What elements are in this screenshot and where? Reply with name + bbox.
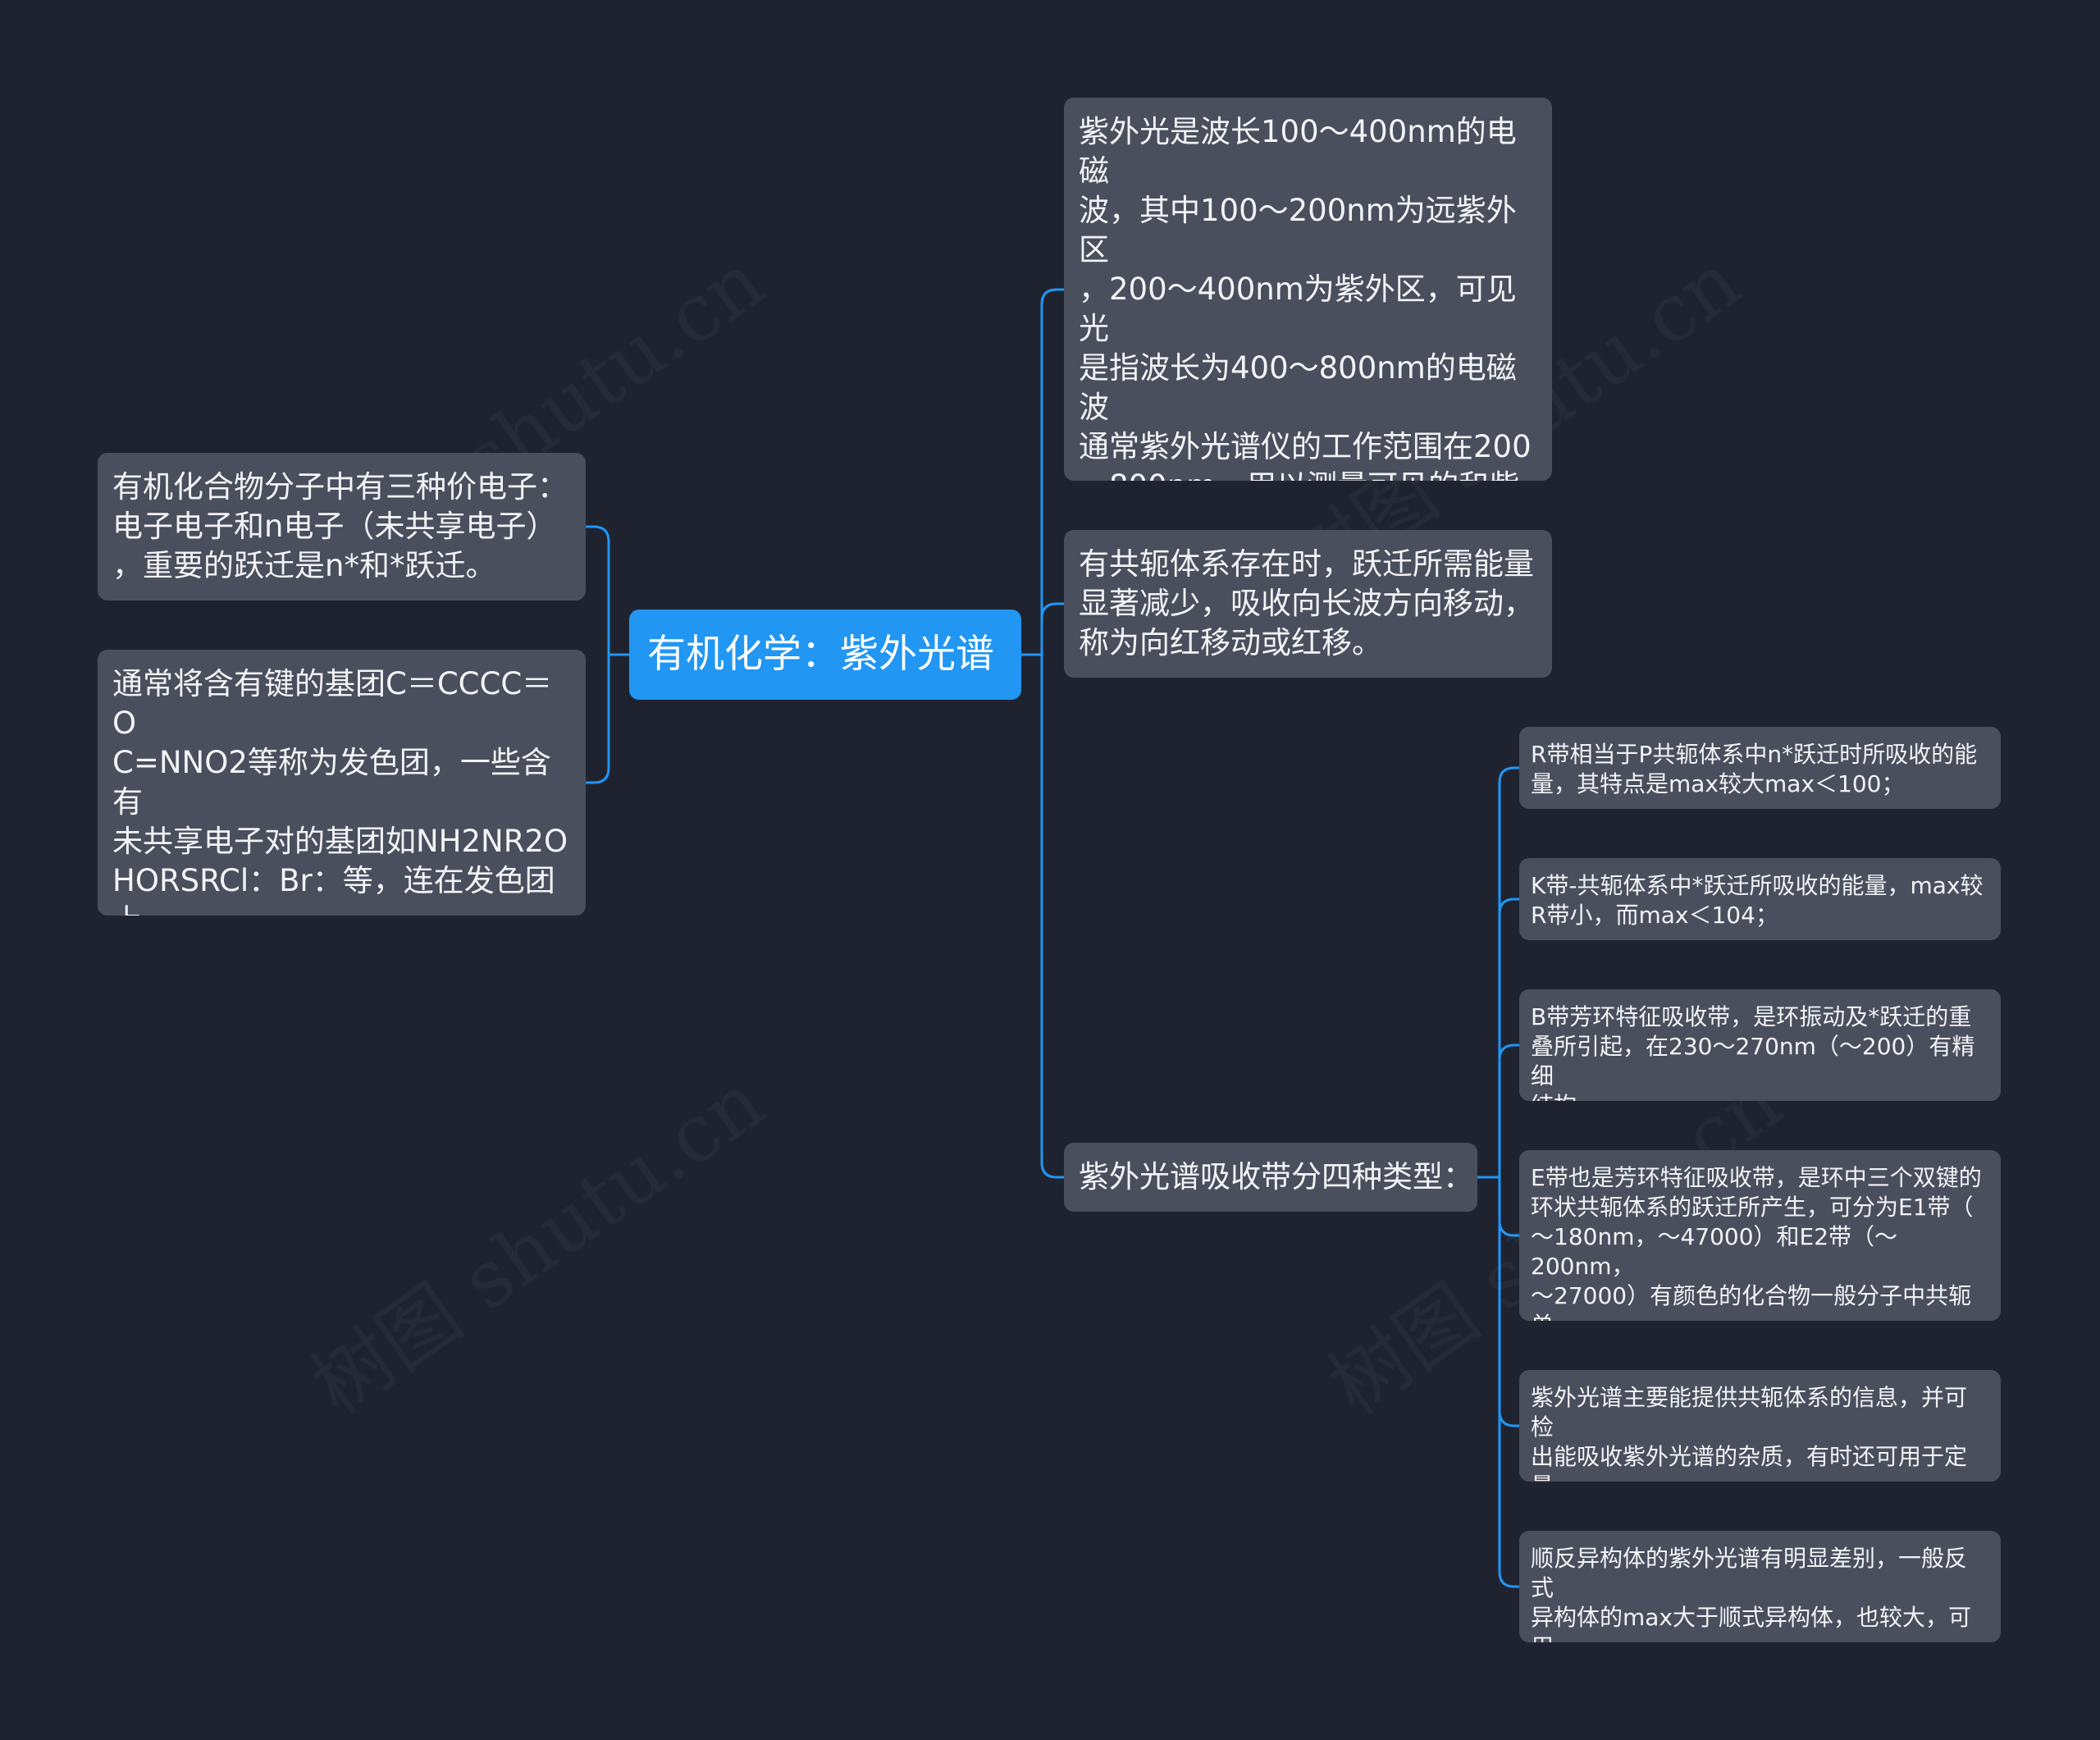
subtopic-cis-trans-isomers[interactable]: 顺反异构体的紫外光谱有明显差别，一般反式 异构体的max大于顺式异构体，也较大，… [1519,1531,2001,1642]
connector-root-right-1 [1021,602,1064,656]
connector-root-left-1 [586,653,629,784]
connector-root-left-0 [586,525,629,656]
subtopic-r-band[interactable]: R带相当于P共轭体系中n*跃迁时所吸收的能 量，其特点是max较大max＜100… [1519,727,2001,809]
connector-bands-1 [1477,897,1519,1179]
subtopic-e-band[interactable]: E带也是芳环特征吸收带，是环中三个双键的 环状共轭体系的跃迁所产生，可分为E1带… [1519,1150,2001,1321]
connector-root-right-0 [1021,288,1064,656]
topic-absorption-bands[interactable]: 紫外光谱吸收带分四种类型： [1064,1143,1477,1212]
connector-bands-5 [1477,1176,1519,1588]
topic-chromophore[interactable]: 通常将含有键的基团C＝CCCC＝O C=NNO2等称为发色团，一些含有 未共享电… [98,650,586,916]
subtopic-b-band[interactable]: B带芳环特征吸收带，是环振动及*跃迁的重 叠所引起，在230～270nm（～20… [1519,989,2001,1101]
connector-bands-2 [1477,1044,1519,1179]
topic-red-shift[interactable]: 有共轭体系存在时，跃迁所需能量 显著减少，吸收向长波方向移动， 称为向红移动或红… [1064,530,1552,678]
connector-bands-0 [1477,766,1519,1179]
topic-valence-electrons[interactable]: 有机化合物分子中有三种价电子： 电子电子和n电子（未共享电子） ，重要的跃迁是n… [98,453,586,601]
topic-uv-light-definition[interactable]: 紫外光是波长100～400nm的电磁 波，其中100～200nm为远紫外区 ，2… [1064,98,1552,481]
subtopic-uv-applications[interactable]: 紫外光谱主要能提供共轭体系的信息，并可检 出能吸收紫外光谱的杂质，有时还可用于定… [1519,1370,2001,1482]
subtopic-k-band[interactable]: K带-共轭体系中*跃迁所吸收的能量，max较 R带小，而max＜104； [1519,858,2001,940]
root-topic[interactable]: 有机化学：紫外光谱 [629,610,1021,700]
connector-root-right-2 [1021,653,1064,1179]
